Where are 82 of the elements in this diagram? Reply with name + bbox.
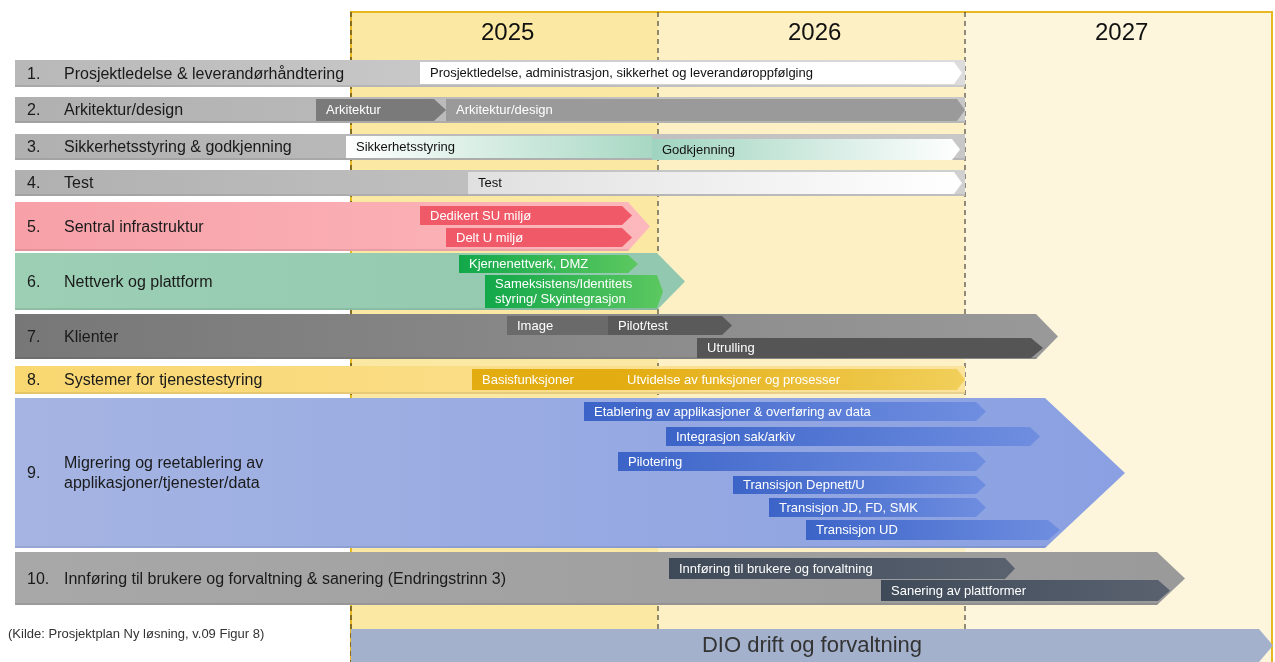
workstream-band [15, 134, 965, 160]
task-label: Dedikert SU miljø [430, 207, 532, 224]
row-number: 10. [27, 568, 50, 589]
workstream-band [15, 170, 965, 196]
row-number: 7. [27, 326, 41, 347]
row-title: Innføring til brukere og forvaltning & sanering (Endringstrinn 3) [64, 568, 506, 589]
workstream-band [15, 253, 685, 310]
workstream-band [15, 97, 965, 123]
task-label: Arkitektur/design [456, 102, 553, 118]
task-label: Basisfunksjoner [482, 371, 574, 388]
row-title: Arkitektur/design [64, 100, 184, 120]
task-label: Kjernenettverk, DMZ [469, 256, 589, 272]
row-number: 8. [27, 370, 41, 390]
row-number: 4. [27, 173, 41, 193]
task-bar [446, 228, 632, 247]
task-label: Pilot/test [618, 317, 668, 334]
task-label: Prosjektledelse, administrasjon, sikkerhet og leverandøroppfølging [430, 65, 813, 81]
year-label: 2025 [481, 18, 535, 46]
task-label: Pilotering [628, 453, 683, 470]
task-bar [669, 558, 1015, 579]
task-bar [733, 476, 986, 494]
row-title: Prosjektledelse & leverandørhåndtering [64, 63, 345, 84]
task-label: Transisjon Depnett/U [743, 477, 865, 493]
task-bar [881, 580, 1170, 601]
task-bar [584, 402, 986, 421]
source-caption: (Kilde: Prosjektplan Ny løsning, v.09 Figur 8) [8, 626, 265, 641]
row-title: Test [64, 173, 94, 193]
task-label: Test [478, 175, 502, 191]
task-bar [617, 369, 965, 390]
row-number: 2. [27, 100, 41, 120]
workstream-band [15, 552, 1185, 605]
row-title: Nettverk og plattform [64, 271, 213, 292]
task-label: Etablering av applikasjoner & overføring av data [594, 403, 871, 420]
task-bar [346, 136, 652, 158]
task-label: Sikkerhetsstyring [356, 139, 455, 155]
task-bar [806, 520, 1060, 540]
task-label: Transisjon UD [816, 522, 898, 538]
row-title: Sentral infrastruktur [64, 216, 204, 237]
task-bar [485, 275, 663, 308]
task-bar [468, 172, 962, 194]
task-bar [420, 62, 962, 84]
task-label: Transisjon JD, FD, SMK [779, 499, 918, 516]
task-bar [652, 139, 960, 160]
task-label: Sameksistens/Identitets styring/ Skyintegrasjon [495, 276, 634, 306]
task-label: Utvidelse av funksjoner og prosesser [627, 371, 841, 388]
task-bar [608, 316, 732, 335]
workstream-band [15, 202, 650, 251]
workstream-band [15, 60, 965, 87]
task-bar [769, 498, 986, 517]
task-label: Delt U miljø [456, 229, 524, 246]
task-bar [459, 255, 638, 273]
task-bar [420, 206, 632, 225]
task-bar [666, 427, 1040, 446]
task-label: Arkitektur [326, 102, 381, 118]
band-label: DIO drift og forvaltning [700, 632, 924, 658]
row-number: 1. [27, 63, 41, 84]
row-title: Sikkerhetsstyring & godkjenning [64, 137, 292, 157]
task-label: Integrasjon sak/arkiv [676, 428, 796, 445]
task-bar [472, 369, 617, 390]
task-label: Godkjenning [662, 141, 735, 158]
row-number: 3. [27, 137, 41, 157]
row-number: 6. [27, 271, 41, 292]
task-bar [618, 452, 986, 471]
task-label: Utrulling [707, 340, 755, 356]
year-label: 2027 [1095, 18, 1149, 46]
row-number: 5. [27, 216, 41, 237]
row-number: 9. [27, 463, 41, 483]
task-bar [697, 338, 1043, 358]
row-title: Systemer for tjenestestyring [64, 370, 263, 390]
workstream-band [15, 314, 1058, 359]
task-bar [316, 99, 446, 121]
row-title: Migrering og reetablering av applikasjoner/tjenester/data [64, 453, 265, 493]
timeline-band [351, 629, 1273, 662]
task-bar [446, 99, 965, 121]
row-title: Klienter [64, 326, 119, 347]
workstream-band [15, 398, 1125, 548]
task-bar [507, 316, 608, 335]
task-label: Innføring til brukere og forvaltning [679, 560, 873, 577]
workstream-band [15, 366, 965, 394]
task-label: Sanering av plattformer [891, 582, 1027, 599]
task-label: Image [517, 317, 554, 334]
year-label: 2026 [788, 18, 842, 46]
